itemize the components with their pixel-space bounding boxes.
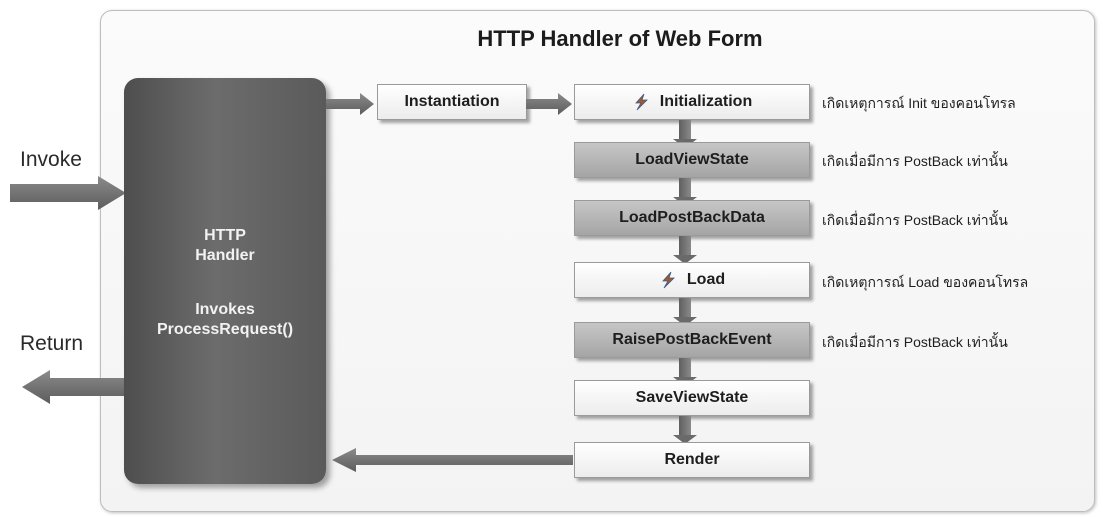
- return-arrow: [22, 370, 128, 404]
- handler-line-3: Invokes: [195, 301, 255, 318]
- step-note-raisepostbackevent: เกิดเมื่อมีการ PostBack เท่านั้น: [822, 334, 1008, 350]
- step-label: Load: [686, 271, 726, 288]
- step-note-loadviewstate: เกิดเมื่อมีการ PostBack เท่านั้น: [822, 153, 1008, 169]
- arrow-render-to-handler: [332, 448, 573, 472]
- flow-arrow-down: [673, 236, 697, 264]
- flow-arrow-down: [673, 358, 697, 386]
- return-label: Return: [20, 332, 84, 355]
- step-label: RaisePostBackEvent: [612, 331, 772, 348]
- step-label: Initialization: [659, 93, 753, 110]
- step-label: LoadPostBackData: [619, 209, 765, 226]
- flow-arrow-down: [673, 298, 697, 326]
- step-raisepostbackevent: RaisePostBackEvent: [574, 322, 810, 358]
- step-loadviewstate: LoadViewState: [574, 142, 810, 178]
- step-label: Render: [664, 451, 720, 468]
- step-saveviewstate: SaveViewState: [574, 380, 810, 416]
- instantiation-box: Instantiation: [377, 84, 527, 120]
- diagram-title: HTTP Handler of Web Form: [477, 26, 763, 51]
- step-label: LoadViewState: [635, 151, 749, 168]
- handler-line-1: HTTP: [204, 227, 246, 244]
- step-load: Load: [574, 262, 810, 298]
- step-note-initialization: เกิดเหตุการณ์ Init ของคอนโทรล: [822, 95, 1016, 111]
- step-initialization: Initialization: [574, 84, 810, 120]
- step-loadpostbackdata: LoadPostBackData: [574, 200, 810, 236]
- flow-arrow-down: [673, 416, 697, 444]
- step-render: Render: [574, 442, 810, 478]
- flow-arrow-down: [673, 120, 697, 148]
- lightning-icon: [659, 271, 677, 289]
- http-handler-block: [124, 78, 326, 484]
- flow-arrow-down: [673, 178, 697, 206]
- lightning-icon: [632, 93, 650, 111]
- step-note-load: เกิดเหตุการณ์ Load ของคอนโทรล: [822, 274, 1029, 290]
- arrow-to-initialization: [526, 93, 572, 115]
- handler-line-4: ProcessRequest(): [156, 321, 294, 338]
- handler-line-2: Handler: [195, 247, 255, 264]
- step-note-loadpostbackdata: เกิดเมื่อมีการ PostBack เท่านั้น: [822, 212, 1008, 228]
- arrow-to-instantiation: [326, 93, 374, 115]
- invoke-label: Invoke: [20, 148, 82, 171]
- invoke-arrow: [10, 176, 126, 210]
- step-label: SaveViewState: [635, 389, 749, 406]
- instantiation-label: Instantiation: [404, 93, 500, 110]
